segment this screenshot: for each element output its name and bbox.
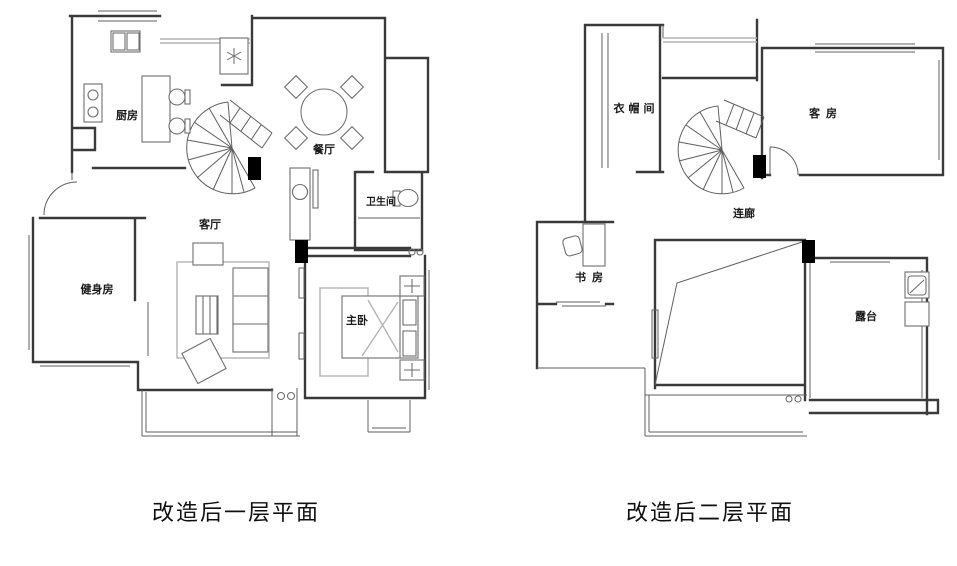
first-floor-plan: 厨房 餐厅 客厅 卫生间 健身房 主卧	[28, 10, 430, 437]
hall-fixtures	[276, 167, 424, 401]
dining-chair	[283, 125, 309, 151]
pillow	[402, 330, 417, 357]
first-floor-walls	[31, 14, 430, 400]
spiral-staircase-first-floor	[186, 99, 273, 195]
label-dining-room: 餐厅	[312, 142, 335, 156]
label-living-room: 客厅	[198, 217, 221, 231]
label-corridor: 连廊	[733, 206, 755, 220]
label-terrace: 露台	[855, 309, 877, 323]
dining-chair	[339, 74, 365, 100]
top-block-window-lines	[663, 37, 757, 43]
dining-chair	[283, 74, 309, 100]
washbasin	[291, 183, 309, 201]
study-furniture	[562, 223, 606, 267]
structural-column	[802, 240, 815, 263]
kitchen-fixtures	[83, 30, 249, 143]
bathroom-fixtures	[392, 188, 419, 208]
second-floor-plan: 衣帽间 客房 连廊 书房 露台	[535, 18, 945, 437]
spiral-staircase-second-floor	[677, 99, 766, 195]
pillow	[402, 299, 417, 326]
desk-chair	[562, 235, 583, 257]
label-guest-room: 客房	[808, 106, 843, 120]
stool	[168, 88, 186, 106]
label-bathroom: 卫生间	[366, 195, 396, 208]
caption-first-floor: 改造后一层平面	[152, 500, 320, 525]
label-master-bedroom: 主卧	[346, 313, 368, 327]
terrace-fixtures	[785, 271, 930, 403]
sofa	[232, 267, 269, 353]
guest-room-door	[769, 146, 799, 176]
dining-set	[283, 74, 365, 151]
label-gym: 健身房	[81, 282, 114, 296]
kitchen-island	[141, 75, 171, 143]
label-kitchen: 厨房	[116, 108, 138, 122]
stool	[168, 117, 186, 135]
void-slope-line	[654, 241, 803, 386]
armchair	[192, 242, 224, 266]
label-study: 书房	[575, 270, 609, 284]
label-cloakroom: 衣帽间	[614, 101, 659, 115]
bedroom-furniture	[319, 275, 425, 381]
structural-column	[295, 240, 308, 263]
toilet	[397, 188, 419, 208]
dining-table	[300, 88, 348, 136]
stair-column	[753, 155, 766, 178]
washbasin-cabinet	[289, 167, 311, 241]
living-room-furniture	[176, 242, 270, 385]
refrigerator	[219, 37, 249, 75]
dining-chair	[339, 125, 365, 151]
entry-door-arc	[43, 181, 78, 216]
stair-column	[248, 157, 261, 180]
terrace-counter	[904, 301, 930, 327]
armchair	[181, 337, 227, 385]
desk	[582, 223, 606, 267]
snowflake-icon	[226, 48, 242, 64]
second-floor-thin-lines	[537, 25, 940, 437]
first-floor-thin-lines	[28, 10, 430, 437]
caption-second-floor: 改造后二层平面	[626, 500, 794, 525]
coffee-table	[195, 295, 219, 335]
